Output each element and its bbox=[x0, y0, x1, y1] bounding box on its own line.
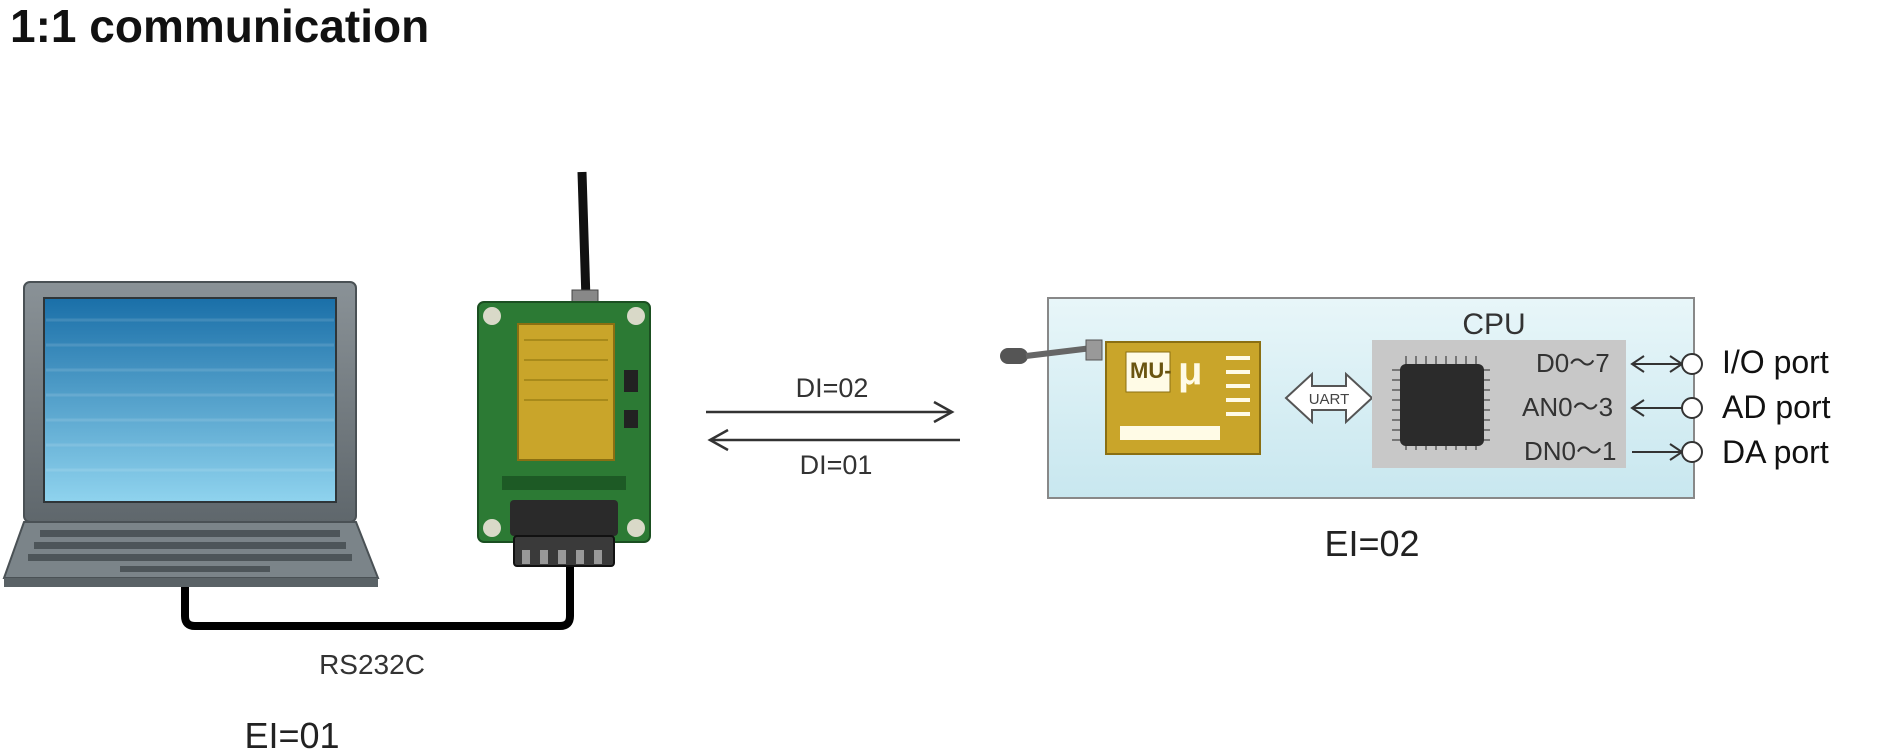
module-text: MU- bbox=[1130, 358, 1172, 383]
port-connectors bbox=[1630, 353, 1703, 463]
port-label-ad: AD port bbox=[1722, 389, 1831, 425]
port-label-da: DA port bbox=[1722, 434, 1829, 470]
receive-di-label: DI=01 bbox=[800, 450, 873, 480]
module-antenna-icon bbox=[1000, 339, 1103, 364]
radio-board-icon bbox=[477, 171, 651, 567]
pin-label-ad: AN0～3 bbox=[1522, 392, 1613, 422]
right-ei-label: EI=02 bbox=[1324, 523, 1419, 564]
pin-label-io: D0～7 bbox=[1536, 348, 1610, 378]
cpu-chip-icon bbox=[1392, 356, 1490, 450]
left-ei-label: EI=01 bbox=[244, 715, 339, 751]
diagram-title: 1:1 communication bbox=[10, 0, 429, 52]
radio-module-icon: MU- μ bbox=[1105, 341, 1261, 455]
send-di-label: DI=02 bbox=[796, 373, 869, 403]
pin-label-da: DN0～1 bbox=[1524, 436, 1616, 466]
port-label-io: I/O port bbox=[1722, 344, 1829, 380]
cpu-label: CPU bbox=[1462, 308, 1525, 341]
link-arrows bbox=[706, 400, 960, 452]
svg-text:μ: μ bbox=[1178, 349, 1202, 393]
rs232c-label: RS232C bbox=[319, 649, 425, 680]
uart-label: UART bbox=[1309, 391, 1350, 408]
rs232c-cable bbox=[181, 560, 574, 630]
laptop-icon bbox=[2, 281, 380, 587]
uart-double-arrow: UART bbox=[1284, 371, 1374, 425]
